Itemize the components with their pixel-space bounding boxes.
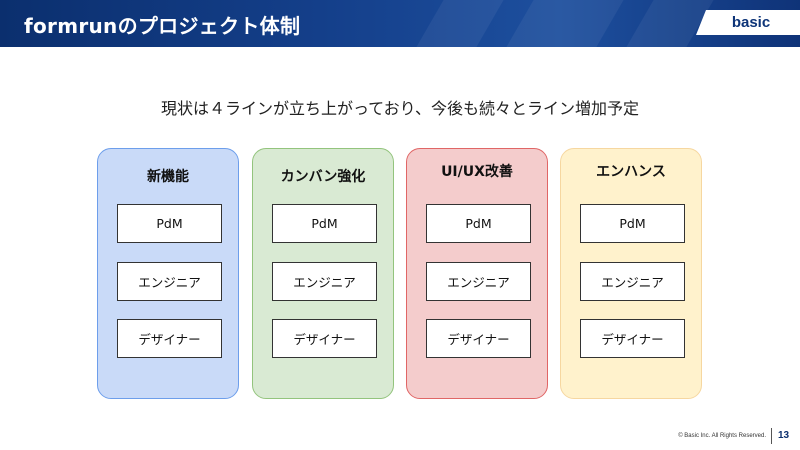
footer-divider [771,428,772,444]
line-title: UI/UX改善 [441,164,513,180]
line-card-uiux: UI/UX改善 PdM エンジニア デザイナー [406,148,548,399]
role-pdm: PdM [117,204,222,243]
role-designer: デザイナー [272,319,377,358]
role-pdm: PdM [426,204,531,243]
role-engineer: エンジニア [117,262,222,301]
slide-title: formrunのプロジェクト体制 [24,14,301,38]
role-pdm: PdM [580,204,685,243]
copyright-text: © Basic Inc. All Rights Reserved. [678,433,766,439]
brand-logo-text: basic [731,14,771,31]
line-title: 新機能 [147,169,189,185]
role-engineer: エンジニア [426,262,531,301]
page-number: 13 [778,430,790,441]
role-pdm: PdM [272,204,377,243]
role-designer: デザイナー [580,319,685,358]
role-engineer: エンジニア [580,262,685,301]
slide-header: formrunのプロジェクト体制 basic [0,0,800,47]
line-title: エンハンス [596,164,666,180]
line-title: カンバン強化 [280,169,366,185]
slide-subtitle: 現状は４ラインが立ち上がっており、今後も続々とライン増加予定 [160,99,640,118]
role-designer: デザイナー [426,319,531,358]
line-card-kanban: カンバン強化 PdM エンジニア デザイナー [252,148,394,399]
line-card-enhance: エンハンス PdM エンジニア デザイナー [560,148,702,399]
role-designer: デザイナー [117,319,222,358]
brand-tab: basic [696,10,800,35]
role-engineer: エンジニア [272,262,377,301]
line-card-new-features: 新機能 PdM エンジニア デザイナー [97,148,239,399]
